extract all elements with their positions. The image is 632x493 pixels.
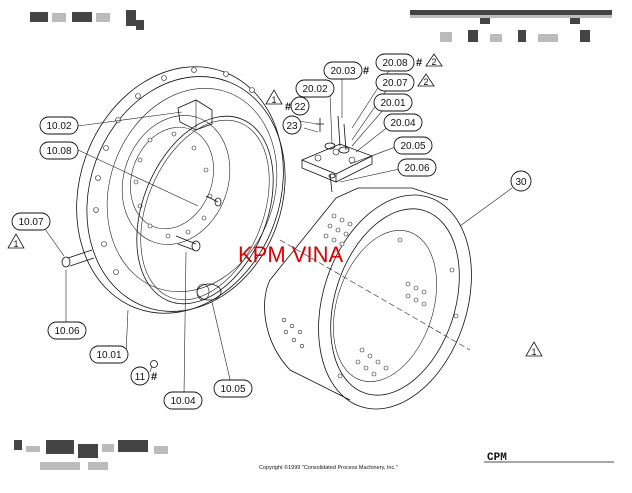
callout-23[interactable]: 23 [282,115,302,135]
callout-20-01-label: 20.01 [380,98,405,109]
callout-10-05-label: 10.05 [220,384,245,395]
callout-10-01[interactable]: 10.01 [89,345,129,364]
nut-part-11 [150,360,158,368]
callout-22-hash: # [285,101,291,113]
callout-10-06-label: 10.06 [54,326,79,337]
callout-22-label: 22 [294,102,306,113]
callout-20-07-label: 20.07 [382,78,407,89]
screen-perforations [281,213,459,379]
warning-mark-left: 1 [13,239,18,249]
redacted-header-right [410,10,612,42]
leader-lines [39,65,513,395]
callout-20-02-label: 20.02 [302,84,327,95]
ring-housing-part-10-01 [76,66,286,314]
callout-20-03[interactable]: 20.03 # [323,61,369,80]
perforated-ring-part-30 [264,187,472,410]
callout-20-04-label: 20.04 [390,118,415,129]
warning-triangle-icon: 1 [525,341,543,357]
callout-10-02[interactable]: 10.02 [39,116,79,135]
redacted-header-left [30,10,144,30]
callout-10-07-label: 10.07 [18,217,43,228]
callout-20-03-label: 20.03 [330,66,355,77]
clamp-assembly-part-20 [300,115,373,193]
revision-triangle-icon: 2 [425,53,443,67]
callout-20-08[interactable]: 20.08 # 2 [375,53,443,72]
callout-22[interactable]: 22 # [285,96,310,116]
gasket-ring-part-10-04 [136,115,274,305]
warning-triangle-icon: 1 [265,89,283,105]
callout-11-label: 11 [135,372,146,383]
callout-30[interactable]: 30 [510,170,532,192]
callout-20-06-label: 20.06 [404,163,429,174]
callout-11-hash: # [151,371,157,383]
revision-mark-20-08: 2 [431,57,436,67]
callout-10-04-label: 10.04 [170,396,195,407]
warning-mark-right: 1 [531,347,536,357]
bolt-part-10-08 [175,195,222,252]
callout-20-06[interactable]: 20.06 [397,158,437,177]
company-name: CPM [487,452,507,464]
callout-10-04[interactable]: 10.04 [163,391,203,410]
warning-triangle-icon: 1 [7,233,25,249]
callout-20-05-label: 20.05 [400,141,425,152]
callout-10-05[interactable]: 10.05 [213,379,253,398]
callout-11[interactable]: 11 # [130,366,157,386]
callout-23-label: 23 [286,121,298,132]
callout-10-08-label: 10.08 [46,146,71,157]
callout-10-06[interactable]: 10.06 [47,321,87,340]
callout-20-03-hash: # [363,65,369,77]
copyright-text: Copyright ©1999 "Consolidated Process Ma… [259,464,398,471]
revision-mark-20-07: 2 [423,77,428,87]
callout-20-07[interactable]: 20.07 2 [375,73,435,92]
redacted-footer-left [14,440,168,470]
callout-10-01-label: 10.01 [96,350,121,361]
callout-10-07[interactable]: 10.07 [11,212,51,231]
plug-part-10-05 [196,283,222,301]
callout-20-02[interactable]: 20.02 [295,79,335,98]
warning-mark-top: 1 [271,95,276,105]
bolt-part-10-07 [61,249,95,268]
flange-bolt-holes [93,67,255,275]
callout-20-05[interactable]: 20.05 [393,136,433,155]
callout-20-08-hash: # [416,57,422,69]
callout-20-08-label: 20.08 [382,58,407,69]
callout-20-01[interactable]: 20.01 [373,93,413,112]
watermark-text: KPM VINA [238,242,343,267]
revision-triangle-icon: 2 [417,73,435,87]
callout-10-08[interactable]: 10.08 [39,141,79,160]
callout-30-label: 30 [515,177,527,188]
callout-10-02-label: 10.02 [46,121,71,132]
callout-20-04[interactable]: 20.04 [383,113,423,132]
